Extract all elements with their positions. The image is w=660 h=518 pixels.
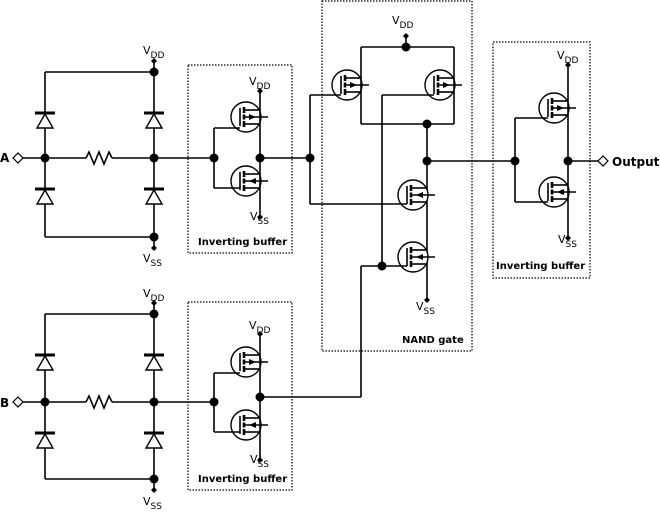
diode-b-upper-right xyxy=(142,353,166,372)
input-protection-b: B VDD VSS xyxy=(0,287,215,512)
output-label: Output xyxy=(612,155,660,169)
svg-text:VSS: VSS xyxy=(250,453,269,470)
nmos-icon xyxy=(396,178,437,212)
buffer-b-label: Inverting buffer xyxy=(198,474,287,485)
inverting-buffer-a: VDD VSS Inverting buffer xyxy=(187,64,310,254)
diode-a-lower-left xyxy=(33,187,57,206)
svg-text:VSS: VSS xyxy=(416,300,435,317)
svg-text:VDD: VDD xyxy=(392,14,413,31)
input-b-label: B xyxy=(0,396,9,410)
diode-a-upper-left xyxy=(33,111,57,130)
input-a-terminal[interactable] xyxy=(12,152,24,164)
nand-gate: VDD VSS NAND gate xyxy=(305,0,515,397)
diode-b-lower-right xyxy=(142,431,166,450)
svg-text:VDD: VDD xyxy=(249,75,270,92)
input-a-label: A xyxy=(0,151,10,165)
svg-text:VSS: VSS xyxy=(250,210,269,227)
nmos-icon xyxy=(229,408,270,442)
input-protection-a: A VDD VSS xyxy=(0,44,215,269)
resistor-b xyxy=(85,393,113,411)
inverting-buffer-output: VDD VSS Inverting buffer Output xyxy=(492,41,660,279)
buffer-a-label: Inverting buffer xyxy=(198,237,287,248)
output-terminal[interactable] xyxy=(597,155,609,167)
svg-text:VSS: VSS xyxy=(143,495,162,512)
svg-text:VSS: VSS xyxy=(558,233,577,250)
resistor-a xyxy=(85,149,113,167)
nmos-icon xyxy=(229,164,270,198)
svg-text:VDD: VDD xyxy=(143,287,164,304)
inverting-buffer-b: VDD VSS Inverting buffer xyxy=(187,301,361,491)
vdd-label: VDD xyxy=(143,44,164,61)
nand-gate-label: NAND gate xyxy=(402,335,464,346)
svg-text:VDD: VDD xyxy=(557,49,578,66)
svg-text:VDD: VDD xyxy=(249,319,270,336)
input-b-terminal[interactable] xyxy=(12,396,24,408)
diode-b-upper-left xyxy=(33,353,57,372)
vss-label: VSS xyxy=(143,252,162,269)
diode-a-lower-right xyxy=(142,187,166,206)
nmos-icon xyxy=(396,240,437,274)
diode-b-lower-left xyxy=(33,431,57,450)
buffer-out-label: Inverting buffer xyxy=(496,261,585,272)
diode-a-upper-right xyxy=(142,111,166,130)
